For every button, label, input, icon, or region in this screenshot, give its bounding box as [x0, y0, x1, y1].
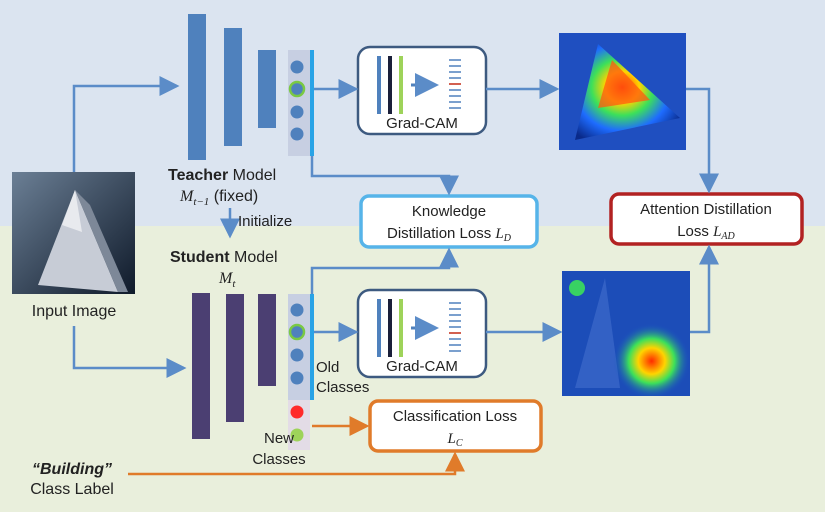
kd-loss-box [359, 194, 539, 249]
cls-loss-line1: Classification Loss [393, 408, 517, 425]
kd-loss-line1: Knowledge [412, 203, 486, 220]
ad-loss-line2: Loss LAD [677, 223, 735, 242]
initialize-label: Initialize [238, 213, 292, 230]
arrow-teacher-heatmap-to-ad-loss [686, 87, 719, 194]
arrow-teacher-to-kd-loss [310, 156, 459, 196]
teacher-attention-heatmap [559, 33, 686, 150]
teacher-symbol: M [179, 188, 195, 205]
teacher-network [188, 14, 314, 160]
teacher-suffix: (fixed) [209, 188, 258, 205]
student-gradcam-box [356, 288, 488, 379]
input-image-label: Input Image [32, 303, 117, 320]
cls-loss-line2: LC [446, 431, 462, 449]
teacher-model-label: Teacher Model [168, 167, 276, 184]
student-gradcam-label: Grad-CAM [386, 358, 458, 375]
teacher-name-bold: Teacher [168, 167, 228, 184]
teacher-name-rest: Model [228, 167, 276, 184]
arrow-class-label-to-cls-loss [128, 451, 465, 476]
teacher-gradcam-label: Grad-CAM [386, 115, 458, 132]
student-attention-heatmap [562, 271, 690, 396]
ad-loss-line1: Attention Distillation [640, 201, 772, 218]
input-image [12, 172, 135, 294]
student-symbol-label: Mt [218, 270, 236, 290]
teacher-subscript: t−1 [193, 196, 209, 208]
arrow-student-to-kd-loss [310, 247, 459, 294]
arrow-input-to-teacher [72, 76, 180, 172]
kd-loss-line2: Distillation Loss LD [387, 225, 512, 244]
class-label-caption: Class Label [30, 481, 114, 498]
arrow-student-heatmap-to-ad-loss [690, 244, 719, 334]
student-subscript: t [232, 278, 236, 290]
student-network [192, 293, 314, 450]
ad-loss-box [609, 192, 804, 246]
class-label-quote: “Building” [32, 461, 112, 478]
teacher-symbol-label: Mt−1 (fixed) [179, 188, 258, 208]
cls-loss-box [368, 399, 543, 453]
student-model-label: Student Model [170, 249, 278, 266]
student-name-bold: Student [170, 249, 230, 266]
student-symbol: M [218, 270, 234, 287]
arrow-input-to-student [72, 326, 187, 378]
student-name-rest: Model [230, 249, 278, 266]
